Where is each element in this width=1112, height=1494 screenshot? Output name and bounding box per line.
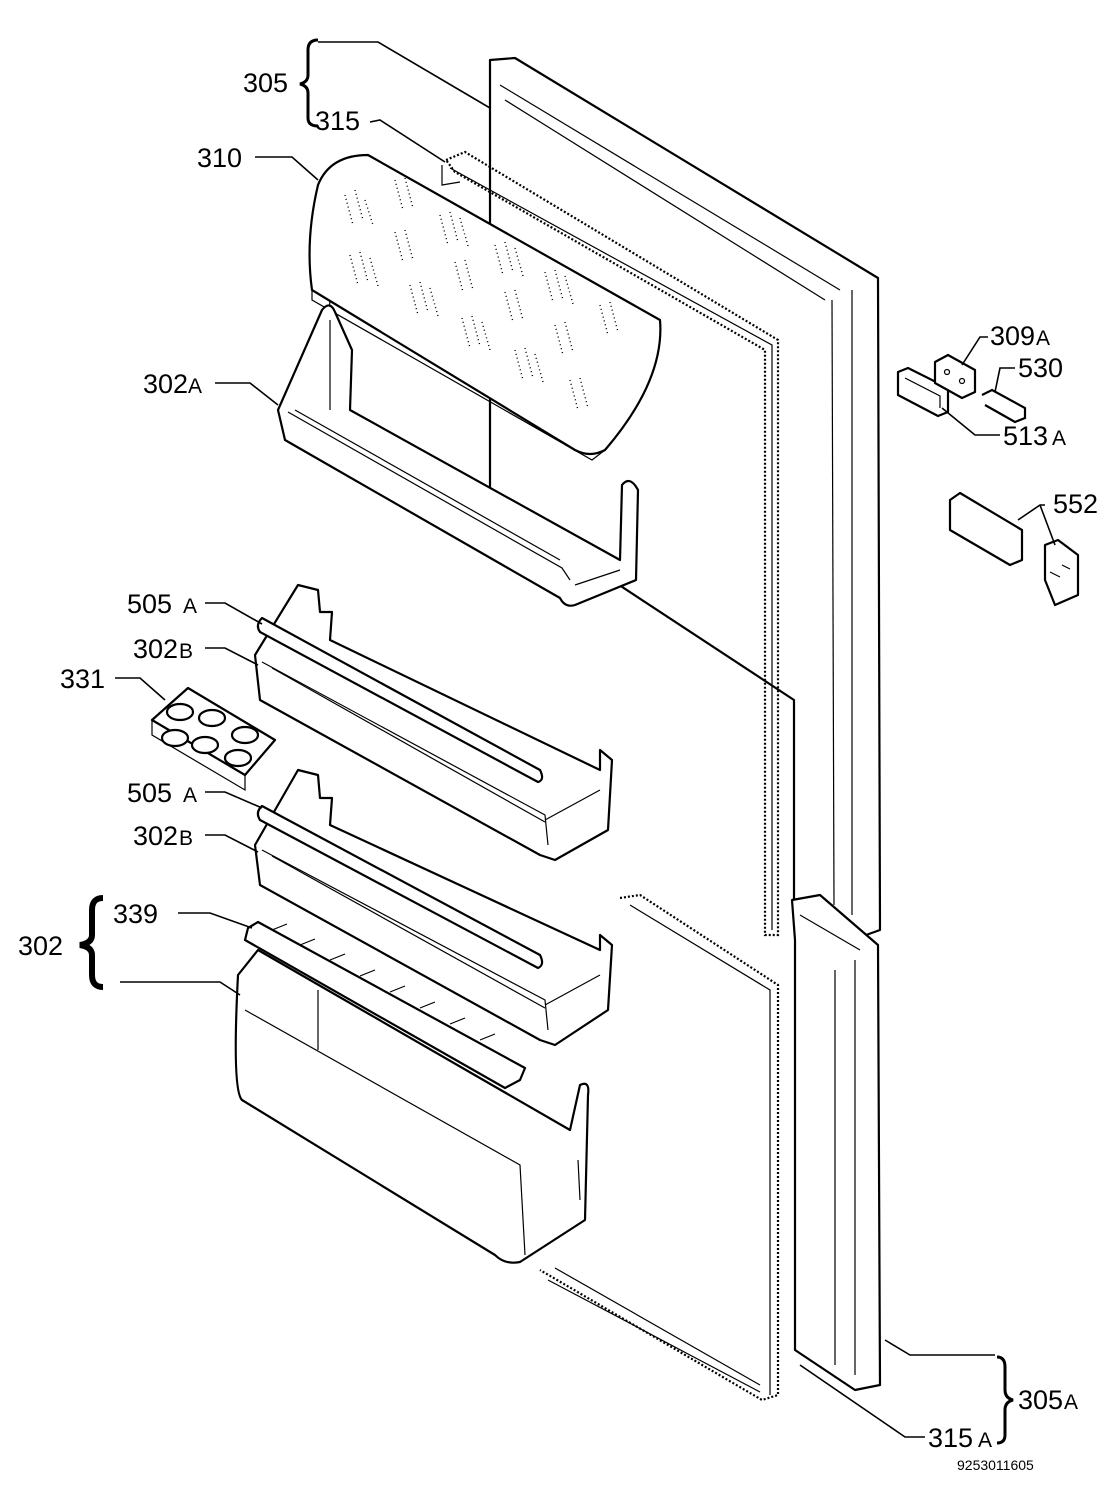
label-505A-2: 505 A — [127, 778, 197, 808]
label-315A: 315 A — [928, 1423, 992, 1453]
label-305A: 305 A — [1018, 1385, 1078, 1415]
svg-text:315: 315 — [928, 1423, 973, 1453]
label-310: 310 — [197, 143, 242, 173]
svg-text:302: 302 — [143, 369, 188, 399]
part-552-hinge-bracket — [948, 491, 1080, 607]
part-339-bottle-divider — [243, 920, 527, 1090]
svg-text:309: 309 — [990, 321, 1035, 351]
label-339: 339 — [113, 899, 158, 929]
svg-text:A: A — [183, 595, 197, 618]
part-530-clip — [981, 388, 1027, 424]
upper-gasket-315 — [441, 150, 780, 937]
label-513A: 513 A — [1003, 421, 1066, 451]
svg-text:505: 505 — [127, 589, 172, 619]
svg-text:505: 505 — [127, 778, 172, 808]
svg-text:315: 315 — [315, 106, 360, 136]
leader-lines — [115, 41, 1056, 1438]
svg-text:A: A — [188, 375, 202, 398]
part-505A-rail-2 — [256, 804, 544, 970]
svg-text:339: 339 — [113, 899, 158, 929]
label-305: 305 — [243, 68, 288, 98]
svg-text:B: B — [179, 640, 193, 663]
svg-text:302: 302 — [133, 634, 178, 664]
svg-text:331: 331 — [60, 664, 105, 694]
svg-text:305: 305 — [243, 68, 288, 98]
lower-door-305A — [790, 893, 882, 1392]
svg-text:A: A — [183, 784, 197, 807]
svg-text:A: A — [1052, 427, 1066, 450]
lower-gasket-315A — [539, 893, 780, 1402]
braces — [79, 38, 1014, 1445]
svg-text:302: 302 — [18, 931, 63, 961]
label-552: 552 — [1053, 489, 1098, 519]
svg-text:A: A — [1064, 1391, 1078, 1414]
label-302B-2: 302 B — [133, 821, 193, 851]
part-331-egg-tray — [150, 686, 277, 792]
label-505A-1: 505 A — [127, 589, 197, 619]
svg-text:530: 530 — [1018, 353, 1063, 383]
svg-text:A: A — [978, 1429, 992, 1452]
part-302-bottle-shelf — [234, 948, 590, 1264]
label-309A: 309 A — [990, 321, 1050, 351]
label-315: 315 — [315, 106, 360, 136]
document-code: 9253011605 — [957, 1457, 1034, 1473]
svg-text:310: 310 — [197, 143, 242, 173]
svg-text:552: 552 — [1053, 489, 1098, 519]
svg-text:A: A — [1036, 327, 1050, 350]
part-309A-hinge-plate — [933, 353, 977, 400]
svg-text:B: B — [179, 827, 193, 850]
svg-text:513: 513 — [1003, 421, 1048, 451]
label-331: 331 — [60, 664, 105, 694]
svg-text:305: 305 — [1018, 1385, 1063, 1415]
label-302A: 302 A — [143, 369, 202, 399]
part-302A-shelf — [276, 304, 640, 607]
label-302B-1: 302 B — [133, 634, 193, 664]
label-530: 530 — [1018, 353, 1063, 383]
svg-text:302: 302 — [133, 821, 178, 851]
label-302: 302 — [18, 931, 63, 961]
